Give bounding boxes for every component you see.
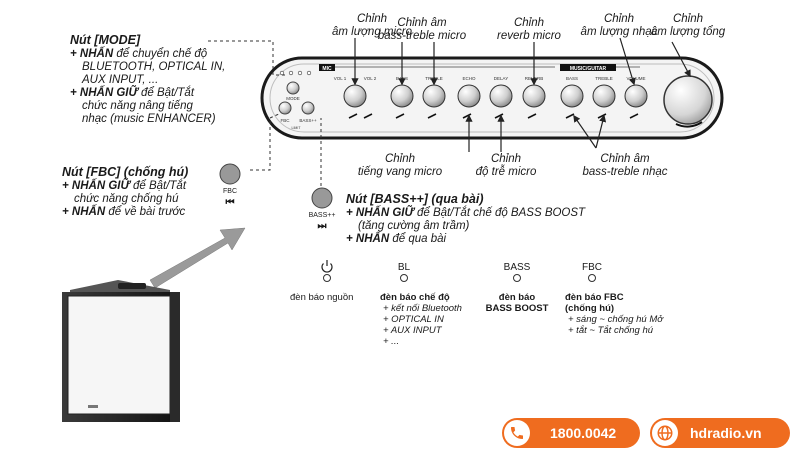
knob-treble-3[interactable] — [422, 84, 446, 108]
bl-led — [400, 274, 408, 282]
pointer-arrow — [149, 227, 246, 289]
knob-label-7: BASS — [566, 76, 578, 81]
knob-marker-1 — [363, 113, 373, 119]
section-mic-label: MIC — [322, 66, 332, 72]
fbc-panel-label: FBC — [281, 118, 291, 123]
bass-led-title: BASS — [503, 262, 531, 273]
fbc-button-description: Nút [FBC] (chống hú) + NHẤN GIỮ để Bật/T… — [62, 165, 189, 219]
knob-marker-9 — [629, 113, 639, 119]
master-volume-knob — [663, 75, 713, 125]
knob-label-8: TREBLE — [595, 76, 613, 81]
power-led-label: đèn báo nguồn — [290, 292, 354, 303]
bass-panel-label: BASS++ — [299, 118, 317, 123]
bass-button-icon — [311, 187, 333, 209]
bass-led-description: đèn báo BASS BOOST — [485, 292, 549, 314]
phone-icon — [504, 420, 530, 446]
bass-led — [513, 274, 521, 282]
speaker-illustration — [62, 280, 180, 422]
knob-vol-1-0[interactable] — [343, 84, 367, 108]
knob-bass-7[interactable] — [560, 84, 584, 108]
bass-icon-caption: BASS++ ⏭ — [302, 210, 342, 232]
knob-label-0: VOL 1 — [334, 76, 347, 81]
knob-marker-6 — [527, 113, 537, 119]
knob-bass-2[interactable] — [390, 84, 414, 108]
knob-volume-9[interactable] — [624, 84, 648, 108]
section-music-label: MUSIC/GUITAR — [570, 66, 607, 72]
fbc-led — [588, 274, 596, 282]
fbc-led-title: FBC — [582, 262, 602, 273]
knob-marker-7 — [565, 113, 575, 119]
bl-led-title: BL — [397, 262, 411, 273]
next-track-icon: ⏭ — [317, 221, 327, 232]
fbc-title: Nút [FBC] (chống hú) — [62, 165, 189, 179]
limit-label: LIMIT — [292, 126, 302, 130]
knob-label-9: VOLUME — [626, 76, 645, 81]
website-url: hdradio.vn — [690, 425, 762, 441]
knob-delay-5[interactable] — [489, 84, 513, 108]
fbc-icon-caption: FBC ⏮ — [215, 186, 245, 208]
fbc-led-description: đèn báo FBC (chống hú) + sáng ~ chống hú… — [565, 292, 663, 336]
power-led — [323, 274, 331, 282]
fbc-panel-button — [278, 101, 292, 115]
website-pill[interactable]: hdradio.vn — [650, 418, 790, 448]
mode-button-label: MODE — [286, 96, 300, 101]
knob-label-5: DELAY — [494, 76, 508, 81]
knob-treble-8[interactable] — [592, 84, 616, 108]
knob-echo-4[interactable] — [457, 84, 481, 108]
globe-icon — [652, 420, 678, 446]
bass-button-description: Nút [BASS++] (qua bài) + NHẤN GIỮ để Bật… — [346, 192, 586, 246]
knob-marker-2 — [395, 113, 405, 119]
phone-number: 1800.0042 — [550, 425, 617, 441]
mode-title: Nút [MODE] — [70, 33, 141, 47]
fbc-button-icon — [219, 163, 241, 185]
knob-label-4: ECHO — [462, 76, 476, 81]
power-icon — [321, 260, 333, 273]
knob-marker-0 — [348, 113, 358, 119]
mode-button — [286, 81, 300, 95]
previous-track-icon: ⏮ — [225, 197, 235, 208]
bl-led-description: đèn báo chế độ + kết nối Bluetooth + OPT… — [380, 292, 462, 347]
bass-panel-button — [301, 101, 315, 115]
knob-reverb-6[interactable] — [522, 84, 546, 108]
bass-title: Nút [BASS++] (qua bài) — [346, 192, 484, 206]
indicator-leds — [323, 274, 596, 282]
knob-marker-3 — [427, 113, 437, 119]
mode-button-description: Nút [MODE] + NHẤN để chuyển chế độ BLUET… — [70, 33, 226, 126]
knob-label-1: VOL 2 — [364, 76, 377, 81]
phone-pill[interactable]: 1800.0042 — [502, 418, 640, 448]
